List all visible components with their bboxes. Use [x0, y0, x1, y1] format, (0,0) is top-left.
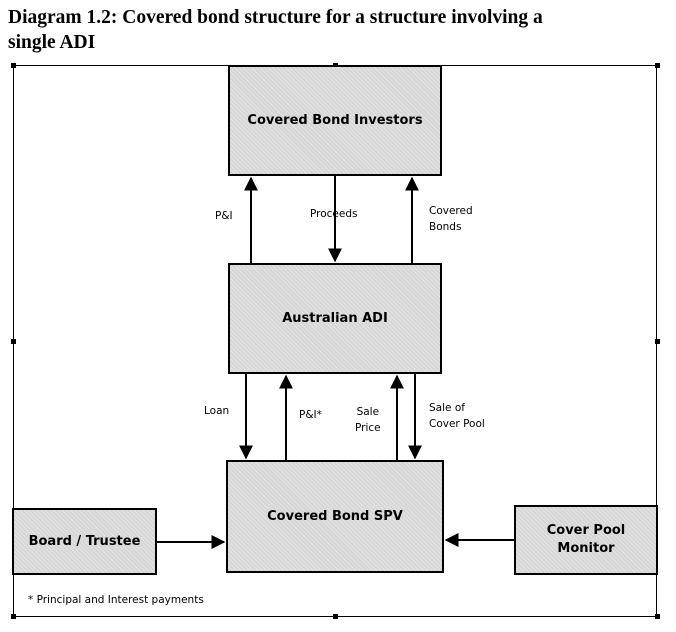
covered-bond-investors-box: Covered Bond Investors [228, 65, 442, 176]
covered-bond-spv-label: Covered Bond SPV [267, 508, 403, 524]
footnote: * Principal and Interest payments [28, 594, 204, 606]
australian-adi-label: Australian ADI [282, 310, 388, 326]
resize-handle-bottom-left[interactable] [11, 614, 16, 619]
loan-label: Loan [204, 405, 230, 417]
sale-price-line-2: Price [355, 422, 381, 434]
cover-pool-monitor-label: Cover Pool Monitor [547, 522, 626, 558]
resize-handle-middle-left[interactable] [11, 339, 16, 344]
covered-bonds-line-2: Bonds [429, 221, 462, 233]
covered-bond-investors-label: Covered Bond Investors [247, 112, 423, 128]
cover-pool-monitor-box: Cover Pool Monitor [514, 505, 658, 575]
title-line-1: Diagram 1.2: Covered bond structure for … [8, 7, 543, 28]
cover-pool-monitor-line-1: Cover Pool [546, 523, 626, 538]
sale-cover-pool-line-2: Cover Pool [429, 418, 485, 430]
resize-handle-bottom-center[interactable] [333, 614, 338, 619]
title-line-2: single ADI [8, 32, 96, 53]
pi-label: P&I [215, 210, 233, 222]
resize-handle-top-left[interactable] [11, 63, 16, 68]
board-trustee-box: Board / Trustee [12, 508, 157, 575]
resize-handle-top-right[interactable] [655, 63, 660, 68]
sale-price-label: Sale Price [355, 404, 381, 436]
sale-cover-pool-line-1: Sale of [429, 402, 465, 414]
pi-star-label: P&I* [299, 409, 322, 421]
resize-handle-bottom-right[interactable] [655, 614, 660, 619]
resize-handle-middle-right[interactable] [655, 339, 660, 344]
sale-cover-pool-label: Sale of Cover Pool [429, 400, 485, 432]
australian-adi-box: Australian ADI [228, 263, 442, 374]
board-trustee-label: Board / Trustee [28, 533, 141, 549]
diagram-title: Diagram 1.2: Covered bond structure for … [8, 5, 668, 55]
cover-pool-monitor-line-2: Monitor [557, 541, 615, 556]
covered-bonds-line-1: Covered [429, 205, 473, 217]
proceeds-label: Proceeds [310, 208, 358, 220]
covered-bonds-label: Covered Bonds [429, 203, 473, 235]
sale-price-line-1: Sale [356, 406, 380, 418]
covered-bond-spv-box: Covered Bond SPV [226, 460, 444, 573]
